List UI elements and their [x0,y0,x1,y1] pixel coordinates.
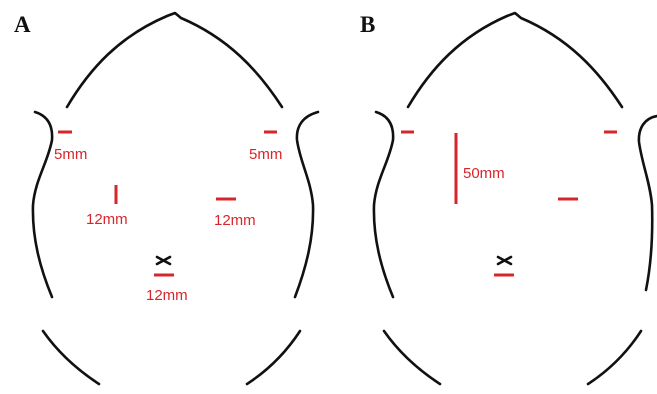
panel-a-label-center-low: 12mm [146,287,188,304]
panel-a: A 5mm 5mm 12mm 12mm 12mm [14,12,318,384]
panel-a-lower-right [247,331,300,384]
panel-b-left-side [374,112,393,297]
panel-a-label-left-upper: 5mm [54,146,87,163]
panel-b-letter: B [360,12,375,37]
panel-a-right-side [295,112,318,297]
panel-a-head-top [67,13,282,107]
panel-a-label-right-mid: 12mm [214,212,256,229]
panel-a-cross-mark [157,257,170,264]
panel-a-label-right-upper: 5mm [249,146,282,163]
panel-a-left-side [33,112,52,297]
panel-a-label-left-mid: 12mm [86,211,128,228]
panel-b-lower-left [384,331,440,384]
panel-a-lower-left [43,331,99,384]
panel-b-cross-mark [498,257,511,264]
panel-b-head-top [408,13,622,107]
panel-b-right-side [639,116,657,290]
panel-a-letter: A [14,12,31,37]
panel-b: B 50mm [360,12,657,384]
panel-b-label-vertical: 50mm [463,165,505,182]
panel-b-lower-right [588,331,641,384]
